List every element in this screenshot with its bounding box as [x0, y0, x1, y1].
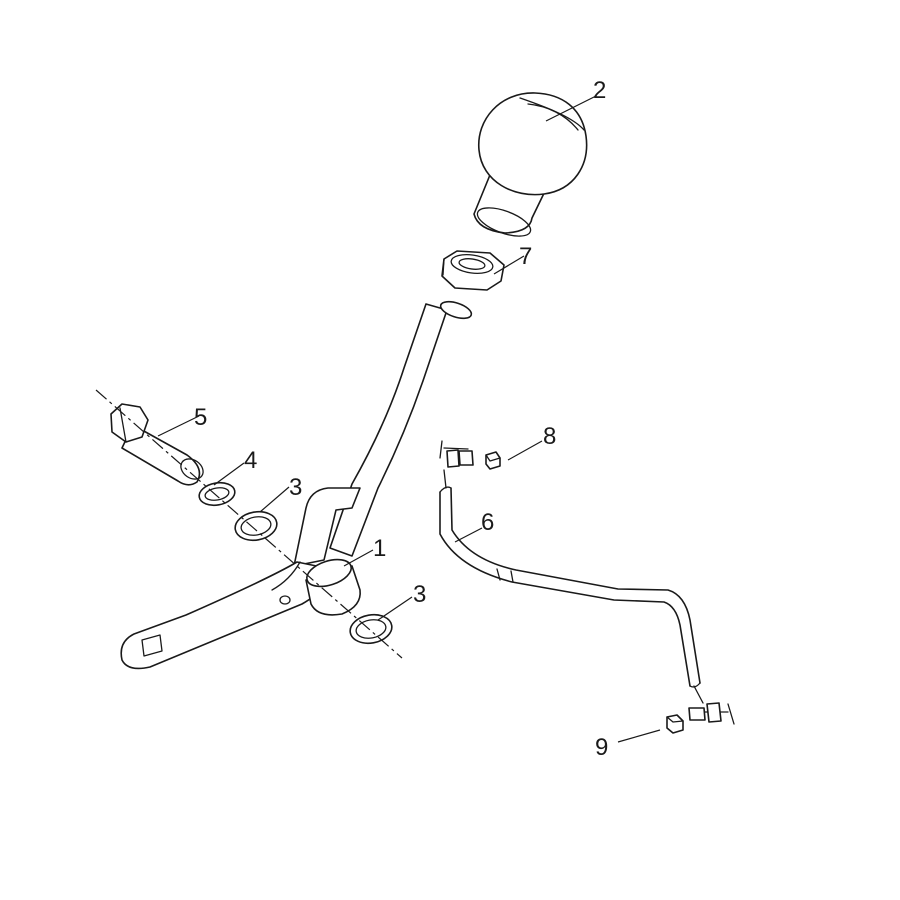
leader-line-6	[454, 527, 483, 543]
leader-line-1	[343, 549, 374, 567]
shift-lever	[120, 300, 473, 670]
callout-7: 7	[519, 243, 532, 270]
washer-4	[198, 481, 236, 507]
leader-line-3-upper	[259, 486, 290, 513]
callout-3-lower: 3	[413, 581, 426, 608]
callout-3-upper: 3	[289, 474, 302, 501]
leader-line-4	[213, 462, 245, 486]
callout-6: 6	[481, 509, 494, 536]
washer-3-upper-bore	[240, 516, 272, 536]
hex-nut	[441, 250, 505, 291]
leader-line-5	[157, 415, 200, 437]
washer-3-upper	[234, 510, 278, 542]
washer-4-bore	[204, 487, 230, 501]
washer-3-lower-bore	[355, 619, 387, 639]
leader-line-9	[617, 729, 661, 743]
callout-1: 1	[373, 535, 386, 562]
shift-cable	[439, 469, 704, 704]
cable-end-fitting-upper	[439, 440, 501, 470]
leader-line-8	[507, 440, 543, 461]
leader-line-7	[493, 255, 525, 275]
assembly-centerline	[95, 389, 403, 659]
callout-2: 2	[593, 77, 606, 104]
flange-bolt	[110, 403, 204, 486]
cable-end-fitting-lower	[666, 702, 735, 734]
callout-4: 4	[244, 447, 257, 474]
callout-8: 8	[543, 423, 556, 450]
leader-line-2	[545, 95, 597, 122]
callout-5: 5	[194, 404, 207, 431]
callout-9: 9	[595, 734, 608, 761]
shift-knob	[473, 92, 588, 237]
leader-line-3-lower	[377, 596, 413, 621]
